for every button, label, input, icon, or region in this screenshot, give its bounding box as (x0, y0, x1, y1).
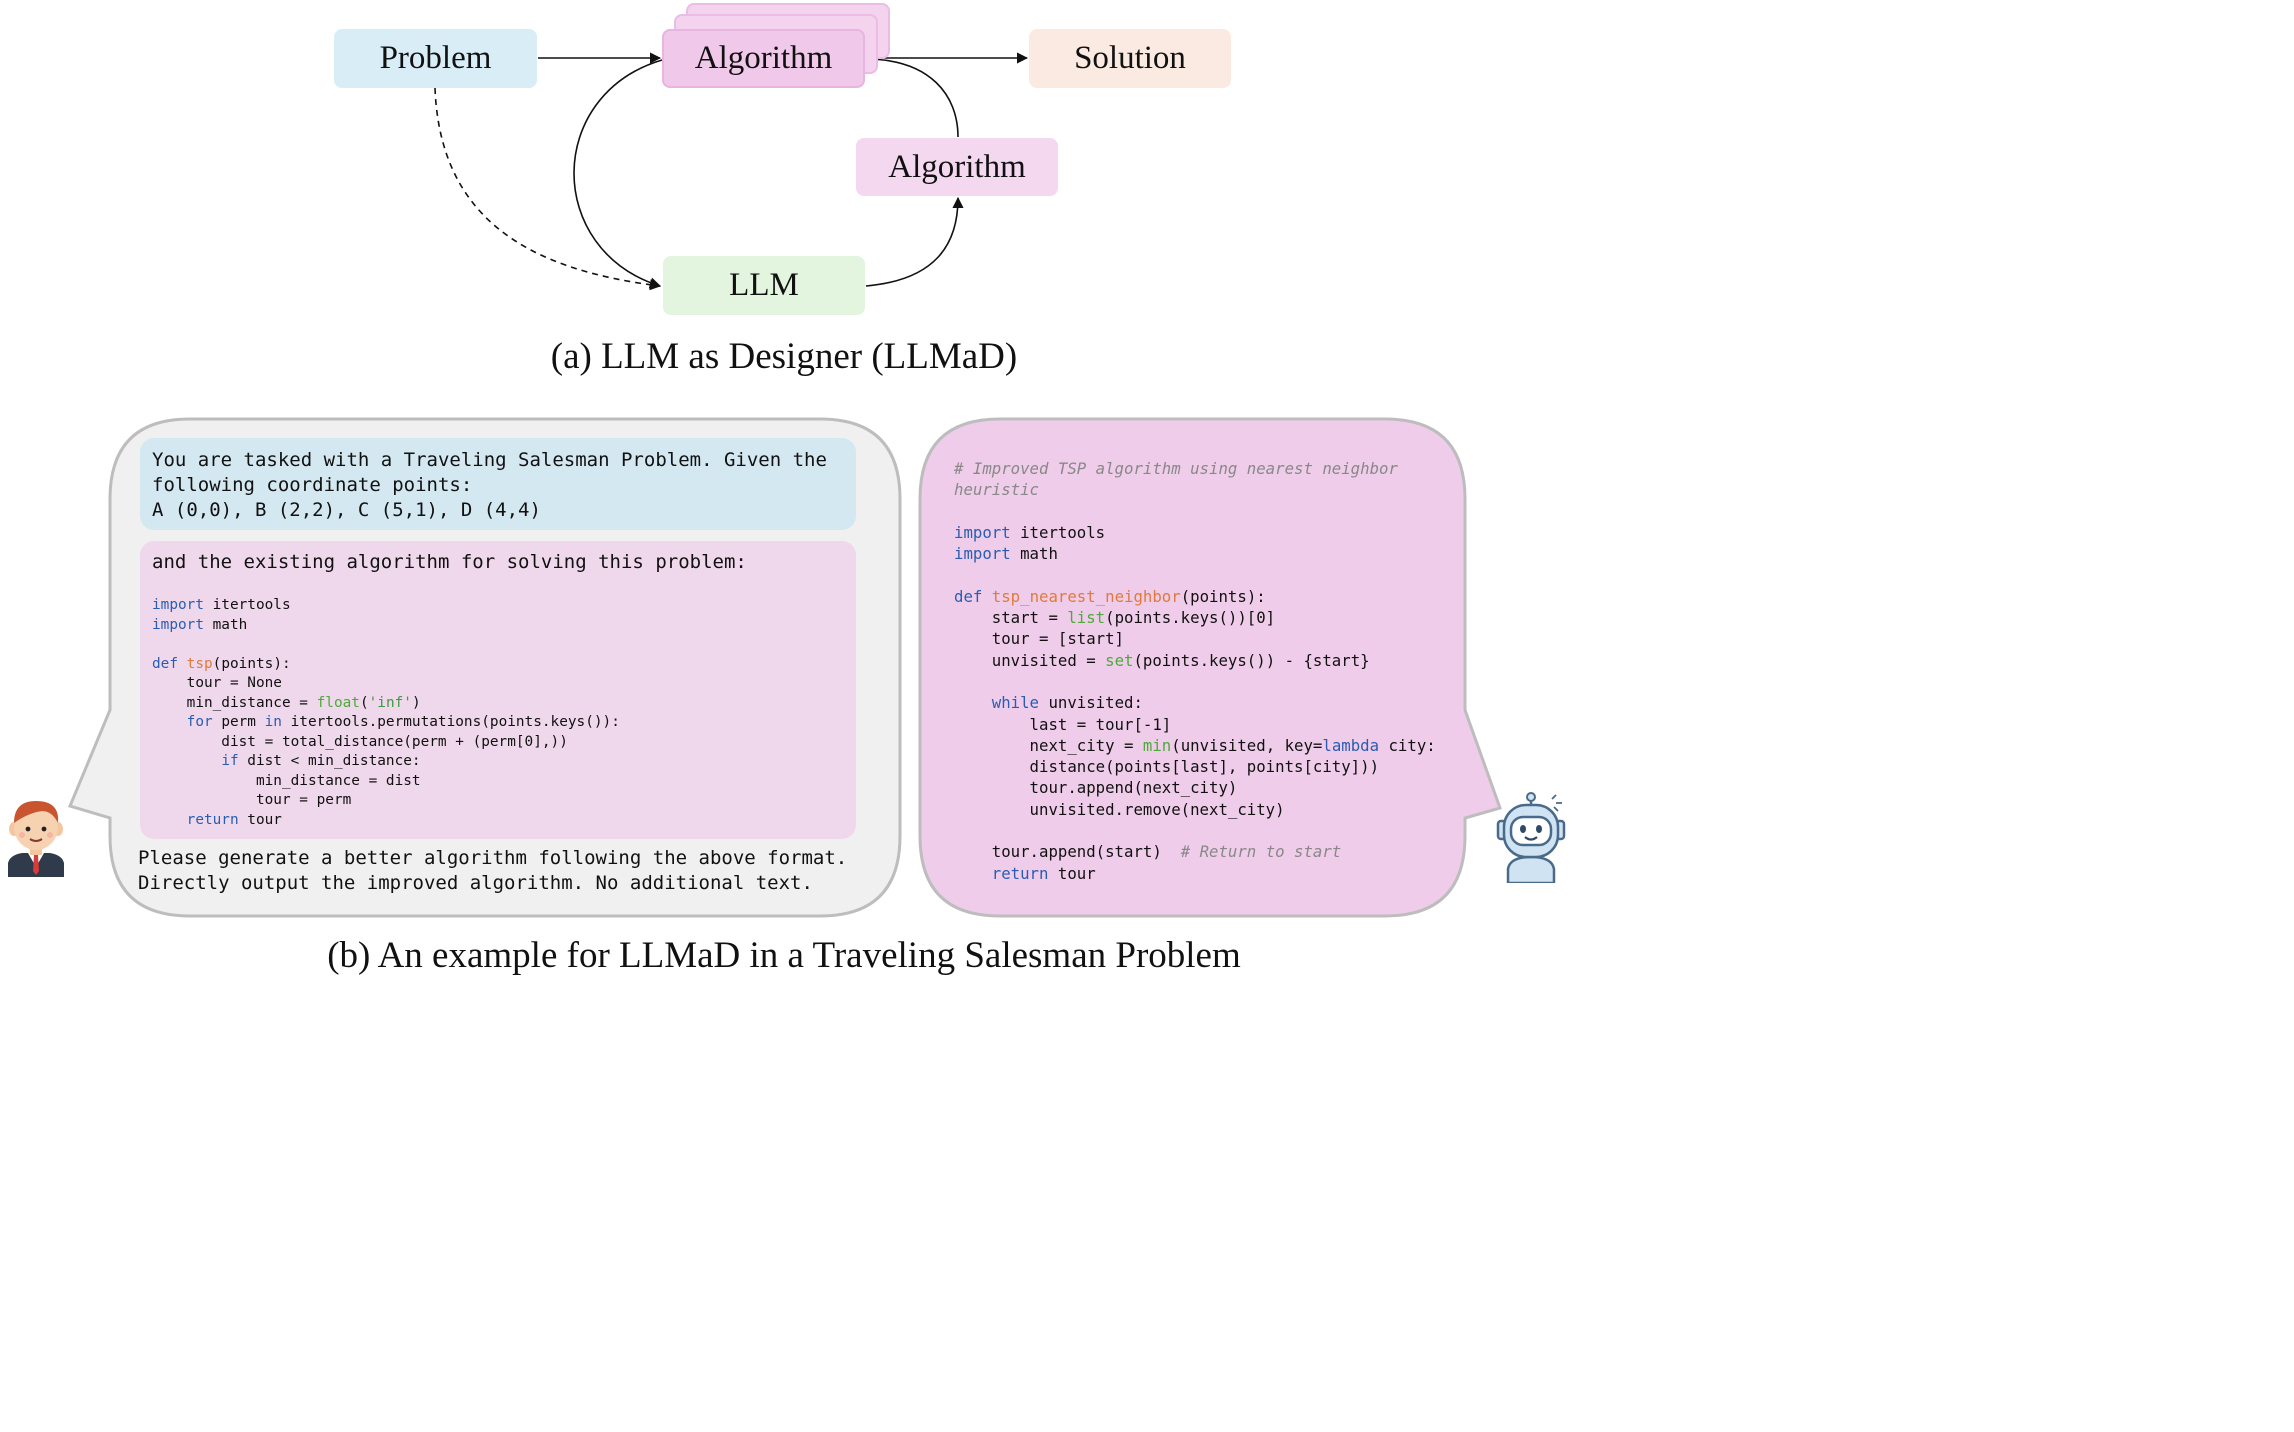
existing-algorithm-heading: and the existing algorithm for solving t… (152, 551, 747, 573)
prompt-intro-line-2: following coordinate points: (152, 474, 473, 496)
prompt-existing-algorithm: and the existing algorithm for solving t… (140, 541, 856, 839)
caption-a: (a) LLM as Designer (LLMaD) (550, 336, 1018, 377)
arrow-algorithm-to-llm (573, 59, 663, 289)
llm-node: LLM (663, 256, 865, 315)
user-avatar-icon (8, 801, 64, 877)
arrow-side-algorithm-to-algorithm (866, 53, 959, 138)
improved-algorithm-code: # Improved TSP algorithm using nearest n… (954, 459, 1436, 883)
arrow-llm-to-side-algorithm (865, 196, 964, 287)
solution-label: Solution (1074, 40, 1186, 76)
generated-algorithm-node: Algorithm (856, 138, 1058, 196)
algorithm-node: Algorithm (662, 29, 865, 88)
robot-avatar-icon (1496, 792, 1566, 883)
caption-b: (b) An example for LLMaD in a Traveling … (327, 935, 1241, 976)
problem-node: Problem (334, 29, 537, 88)
prompt-request: Please generate a better algorithm follo… (138, 846, 868, 896)
solution-node: Solution (1029, 29, 1231, 88)
existing-algorithm-code: import itertools import math def tsp(poi… (152, 597, 620, 828)
algorithm-label: Algorithm (694, 40, 833, 76)
prompt-intro-line-1: You are tasked with a Traveling Salesman… (152, 449, 827, 471)
llm-label: LLM (729, 267, 799, 303)
problem-label: Problem (379, 40, 492, 76)
prompt-request-line-1: Please generate a better algorithm follo… (138, 847, 848, 869)
dashed-arrow-problem-to-llm (434, 87, 662, 291)
llm-speech-bubble (918, 417, 1502, 918)
prompt-intro-line-3: A (0,0), B (2,2), C (5,1), D (4,4) (152, 499, 541, 521)
prompt-problem-statement: You are tasked with a Traveling Salesman… (140, 438, 856, 530)
prompt-request-line-2: Directly output the improved algorithm. … (138, 872, 813, 894)
generated-algorithm-label: Algorithm (888, 148, 1026, 185)
